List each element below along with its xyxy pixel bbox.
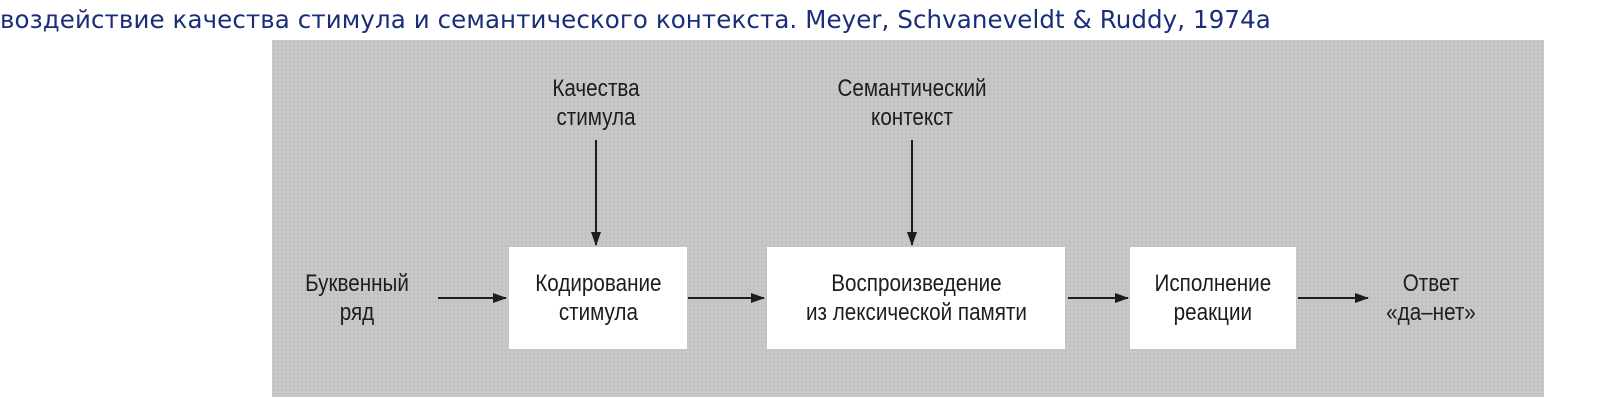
stage-model-diagram: Качества стимула Семантический контекст …: [272, 40, 1544, 397]
stage-lexical-retrieval-line1: Воспроизведение: [830, 270, 1002, 297]
output-yes-no-response-line1: Ответ: [1402, 270, 1460, 297]
input-semantic-context: Семантический контекст: [809, 74, 1015, 132]
input-letter-string-line2: ряд: [339, 299, 375, 326]
input-letter-string: Буквенный ряд: [293, 269, 422, 327]
stage-stimulus-encoding-line2: стимула: [558, 299, 638, 326]
stage-stimulus-encoding: Кодирование стимула: [509, 247, 687, 349]
stage-response-execution-label: Исполнение реакции: [1155, 269, 1272, 327]
output-yes-no-response-line2: «да–нет»: [1386, 299, 1476, 326]
input-stimulus-quality: Качества стимула: [527, 74, 665, 132]
input-stimulus-quality-line1: Качества: [552, 75, 640, 102]
arrows-layer: [438, 140, 1369, 303]
stage-stimulus-encoding-line1: Кодирование: [534, 270, 662, 297]
stage-stimulus-encoding-label: Кодирование стимула: [535, 269, 661, 327]
input-stimulus-quality-line2: стимула: [556, 104, 636, 131]
stage-response-execution-line1: Исполнение: [1154, 270, 1272, 297]
input-semantic-context-line1: Семантический: [837, 75, 987, 102]
stage-response-execution: Исполнение реакции: [1130, 247, 1296, 349]
input-semantic-context-line2: контекст: [871, 104, 953, 131]
stage-response-execution-line2: реакции: [1173, 299, 1253, 326]
stage-lexical-retrieval: Воспроизведение из лексической памяти: [767, 247, 1065, 349]
input-letter-string-line1: Буквенный: [305, 270, 409, 297]
output-yes-no-response: Ответ «да–нет»: [1375, 269, 1487, 327]
stage-lexical-retrieval-label: Воспроизведение из лексической памяти: [806, 269, 1027, 327]
figure-caption: воздействие качества стимула и семантиче…: [0, 5, 1271, 34]
stage-lexical-retrieval-line2: из лексической памяти: [805, 299, 1027, 326]
